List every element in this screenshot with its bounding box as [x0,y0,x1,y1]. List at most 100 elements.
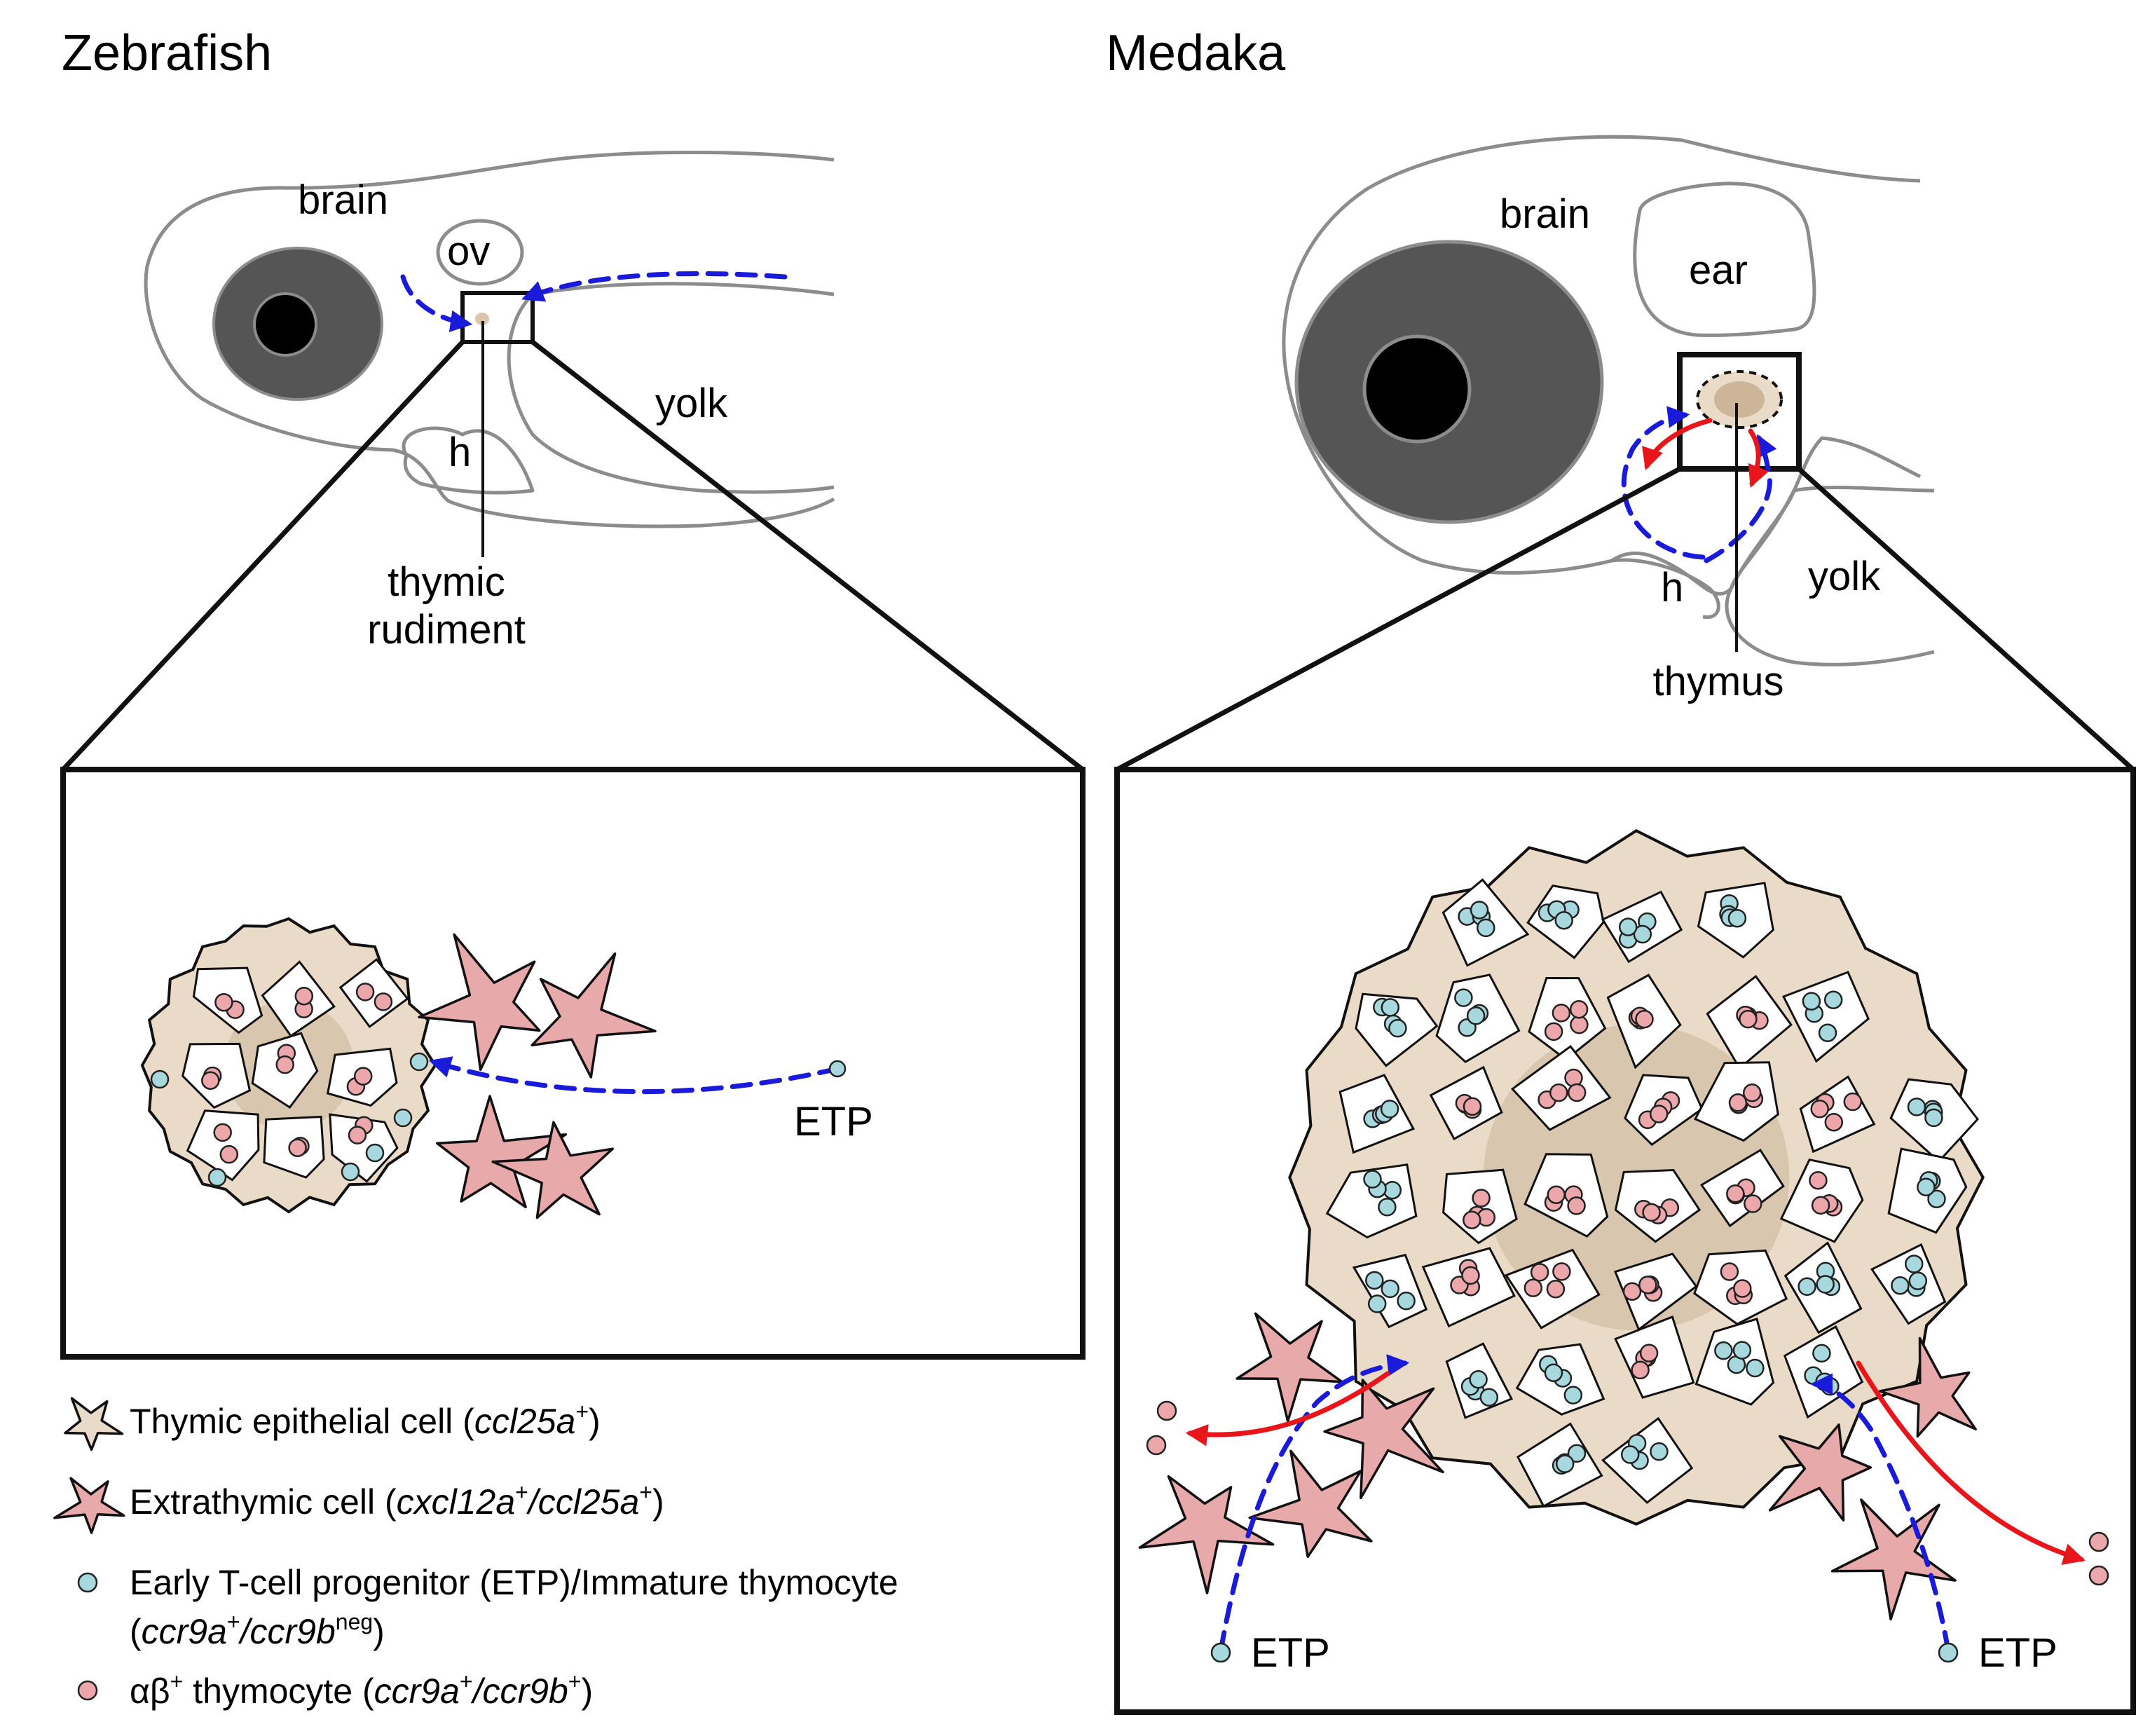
etp-cell [1470,901,1489,920]
label-brain: brain [298,177,388,223]
etp-cell [1469,1369,1488,1389]
pink-dot-icon [77,1680,98,1701]
cyan-dot-icon [77,1572,98,1593]
ab-thymocyte-cell [219,1144,239,1164]
etp-cell [1816,1275,1835,1294]
ab-thymocyte-cell [1744,1194,1762,1213]
extrathymic-cell [1323,1379,1444,1500]
medaka-thymus [1288,829,1985,1526]
ab-thymocyte-cell [1824,1112,1844,1132]
extrathymic-cell [1879,1337,1977,1438]
pink-star-icon [53,1477,125,1534]
ab-thymocyte-cell [1146,1435,1167,1456]
blue-migration-arrow [1621,406,1706,560]
etp-migration-arrow [428,1056,840,1095]
zoom-line-right [1797,467,2135,772]
thymic-rudiment-spot [475,313,489,325]
etp-cell [1746,1358,1765,1378]
medaka-panel: Medaka brain ear yolk h thymus [1106,25,2136,1715]
ab-thymocyte-cell [275,1055,294,1074]
ab-thymocyte-cell [1649,1105,1669,1123]
etp-cell [1479,1388,1499,1407]
blue-migration-arrow [1704,434,1777,563]
etp-cell [1714,1341,1733,1360]
legend-etp-line1: Early T-cell progenitor (ETP)/Immature t… [130,1563,898,1602]
ab-thymocyte-cell [1156,1400,1177,1421]
etp-cell [1620,1445,1640,1464]
eye-pupil [253,292,317,357]
red-emigration-arrow [1748,428,1769,488]
tec-compartment [1783,1325,1864,1419]
zebrafish-zoom-box [460,291,535,344]
extrathymic-cell [418,933,541,1072]
etp-cell [1927,1189,1946,1208]
zebrafish-panel: Zebrafish brain ov yolk h thymic rudimen… [60,25,1086,1360]
red-emigration-arrow [1856,1360,2086,1565]
label-ear: ear [1689,247,1748,293]
etp-cell [409,1052,429,1072]
legend: Thymic epithelial cell (ccl25a+) Extrath… [53,1397,898,1711]
label-yolk: yolk [655,381,728,426]
ab-thymocyte-cell [1567,1196,1586,1215]
label-ov: ov [447,228,490,274]
etp-cell [1802,992,1821,1011]
beige-star-shape [64,1397,124,1451]
ab-thymocyte-cell [1549,1083,1568,1102]
etp-cell [1650,1442,1669,1461]
etp-cell [1567,1444,1587,1463]
etp-cell [1908,1271,1928,1290]
red-emigration-arrow [1185,1371,1390,1447]
ab-thymocyte-cell [1461,1266,1480,1285]
ab-thymocyte-cell [1463,1210,1481,1229]
ab-thymocyte-cell [214,992,233,1012]
ab-thymocyte-cell [1547,1185,1566,1204]
etp-cell [1938,1642,1959,1663]
zoom-line-right [530,340,1085,772]
ab-thymocyte-cell [1622,1282,1642,1301]
label-rudiment: rudiment [367,607,526,652]
extrathymic-cell [1768,1423,1872,1522]
etp-cell [1732,1341,1752,1360]
etp-migration-arrow [1810,1373,1951,1653]
zebrafish-title: Zebrafish [62,25,272,81]
ab-thymocyte-cell [1530,1263,1549,1282]
ab-thymocyte-cell [1726,1184,1745,1203]
label-etp-left: ETP [1251,1630,1330,1676]
legend-etp-line2: (ccr9a+/ccr9bneg) [130,1609,385,1651]
etp-cell [1365,1271,1384,1290]
ab-thymocyte-cell [294,986,314,1006]
extrathymic-cell [491,1121,614,1219]
ab-thymocyte-cell [1546,1280,1566,1299]
ab-thymocyte-cell [1635,1009,1654,1029]
ab-thymocyte-cell [355,983,375,1002]
etp-cell [1454,988,1473,1007]
ab-thymocyte-cell [1569,999,1589,1019]
ab-thymocyte-cell [374,992,393,1011]
etp-cell [365,1143,385,1163]
etp-cell [1477,918,1495,938]
ab-thymocyte-cell [1809,1170,1828,1190]
etp-cell [1381,1279,1399,1299]
label-heart: h [449,430,471,475]
ab-thymocyte-cell [1524,1278,1543,1297]
eye-pupil [1362,334,1472,444]
ab-thymocyte-cell [1810,1099,1829,1119]
etp-cell [1554,910,1573,930]
ab-thymocyte-cell [2088,1565,2109,1586]
etp-cell [1618,917,1638,936]
ab-thymocyte-cell [1742,1084,1762,1102]
ab-thymocyte-cell [1544,1022,1563,1041]
ab-thymocyte-cell [1552,1004,1571,1023]
etp-cell [1563,1386,1583,1404]
etp-cell [1905,1255,1924,1273]
label-yolk: yolk [1808,554,1881,599]
extrathymic-cell [1138,1475,1275,1594]
etp-cell [1367,1294,1387,1313]
etp-cell [1397,1291,1416,1311]
ab-thymocyte-cell [353,1067,373,1086]
etp-cell [1466,1006,1486,1025]
extrathymic-cell [1235,1312,1343,1423]
label-heart: h [1661,565,1683,610]
etp-cell [1210,1642,1231,1663]
